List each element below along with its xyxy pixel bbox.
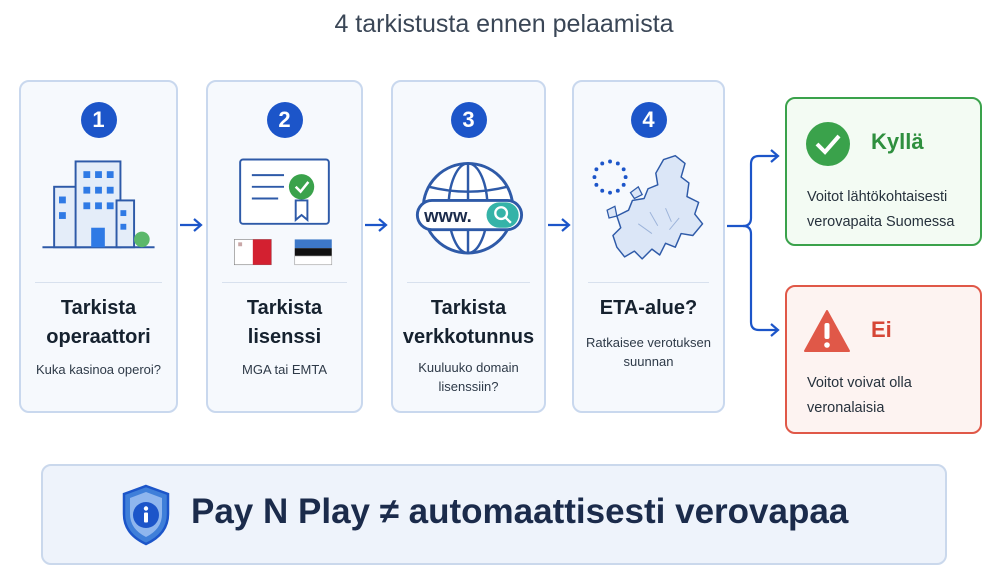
step-number-4: 4 [630, 102, 667, 138]
warning-triangle-icon [804, 310, 850, 352]
result-no-box: Ei Voitot voivat olla veronalaisia [785, 285, 982, 434]
result-no-text: Voitot voivat olla veronalaisia [807, 375, 912, 416]
check-circle-icon [806, 122, 850, 166]
result-yes-heading: Kyllä [871, 129, 924, 154]
estonia-flag-icon [294, 239, 333, 266]
diagram-title: 4 tarkistusta ennen pelaamista [334, 10, 674, 38]
result-yes-box: Kyllä Voitot lähtökohtaisesti verovapait… [785, 97, 982, 246]
info-banner: Pay N Play ≠ automaattisesti verovapaa [41, 464, 947, 565]
result-yes-text: Voitot lähtökohtaisesti verovapaita Suom… [807, 189, 955, 230]
globe-www-icon: www. [415, 161, 524, 255]
step-desc-2: MGA tai EMTA [242, 362, 327, 377]
info-shield-icon [122, 484, 170, 546]
step-desc-4: Ratkaisee verotuksen suunnan [585, 335, 711, 369]
step-card-4: 4 ETA-alue? Ratkaisee verotuksen suunnan [572, 80, 725, 413]
branch-arrow-icon [727, 149, 780, 337]
www-label: www. [423, 205, 472, 226]
step-card-2: 2 Tarkista lisenssi MGA tai EMTA [206, 80, 363, 413]
arrow-right-icon [548, 218, 571, 232]
certificate-icon [234, 158, 333, 266]
malta-flag-icon [234, 239, 272, 266]
step-number-2: 2 [266, 102, 303, 138]
building-icon [42, 160, 155, 249]
step-title-3: Tarkista verkkotunnus [402, 297, 535, 348]
step-title-4: ETA-alue? [599, 297, 698, 319]
step-title-1: Tarkista operaattori [46, 297, 151, 348]
step-card-3: 3 www. Tarkista verkkotunnus Kuuluuko do… [391, 80, 546, 413]
europe-map-icon [592, 154, 704, 260]
step-desc-3: Kuuluuko domain lisenssiin? [418, 360, 519, 394]
step-number-3: 3 [450, 102, 487, 138]
step-desc-1: Kuka kasinoa operoi? [35, 362, 162, 377]
step-title-2: Tarkista lisenssi [246, 297, 323, 348]
result-no-heading: Ei [871, 317, 892, 342]
banner-text: Pay N Play ≠ automaattisesti verovapaa [191, 492, 849, 531]
step-number-1: 1 [80, 102, 117, 138]
arrow-right-icon [365, 218, 388, 232]
arrow-right-icon [180, 218, 203, 232]
step-card-1: 1 Tarkista operaattori Kuka kasinoa oper… [19, 80, 178, 413]
